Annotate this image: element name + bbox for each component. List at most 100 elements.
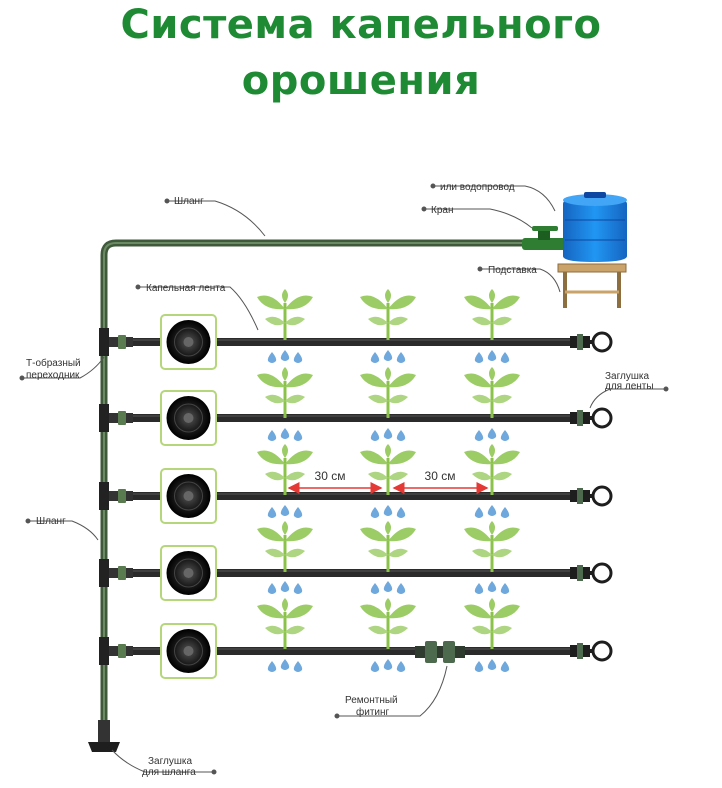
t-connector-icon — [99, 637, 133, 665]
plant-icon — [464, 367, 520, 418]
plant-icon — [360, 598, 416, 649]
tape-plug-label-1: Заглушка — [605, 371, 649, 382]
drip-tape — [133, 569, 573, 577]
water-drop-icon — [280, 581, 290, 592]
drip-tape-row — [99, 623, 613, 679]
water-drop-icon — [487, 350, 497, 361]
water-drop-icon — [370, 352, 380, 363]
water-drop-icon — [293, 661, 303, 672]
stand-label: Подставка — [488, 265, 537, 276]
repair-fitting-icon — [415, 641, 465, 663]
water-drop-icon — [474, 583, 484, 594]
water-drop-icon — [487, 428, 497, 439]
hose-left-label: Шланг — [36, 516, 66, 527]
stand-icon — [557, 263, 627, 308]
water-drop-icon — [267, 430, 277, 441]
plant-icon — [360, 521, 416, 572]
plant-icon — [257, 521, 313, 572]
drip-tape — [133, 338, 573, 346]
water-drop-icon — [396, 507, 406, 518]
water-drop-icon — [396, 430, 406, 441]
tape-plug-icon — [570, 407, 613, 429]
spacing-right-label: 30 см — [425, 469, 456, 483]
water-drop-icon — [500, 661, 510, 672]
valve-icon — [522, 226, 568, 250]
water-drop-icon — [383, 505, 393, 516]
drip-tape — [133, 414, 573, 422]
hose-plug — [88, 720, 120, 752]
water-drop-icon — [267, 661, 277, 672]
hose-top-label: Шланг — [174, 196, 204, 207]
water-drop-icon — [474, 507, 484, 518]
valve-label: Кран — [431, 205, 453, 216]
drip-tape — [133, 647, 415, 655]
tape-roll-icon — [160, 314, 217, 370]
water-drop-icon — [370, 583, 380, 594]
water-drop-icon — [370, 430, 380, 441]
water-drop-icon — [474, 661, 484, 672]
plant-icon — [257, 444, 313, 495]
tape-roll-icon — [160, 390, 217, 446]
plant-icon — [257, 367, 313, 418]
hose-plug-label-2: для шланга — [142, 767, 196, 778]
water-drop-icon — [474, 352, 484, 363]
water-drop-icon — [474, 430, 484, 441]
water-drop-icon — [280, 350, 290, 361]
spacing-left-label: 30 см — [315, 469, 346, 483]
repair-fitting-label-2: фитинг — [356, 706, 390, 718]
water-drop-icon — [383, 428, 393, 439]
main-hose — [100, 239, 528, 733]
water-drop-icon — [293, 352, 303, 363]
water-drop-icon — [293, 430, 303, 441]
t-connector-label-2: переходник — [26, 370, 80, 381]
t-connector-icon — [99, 559, 133, 587]
tape-plug-icon — [570, 331, 613, 353]
plant-icon — [464, 521, 520, 572]
tape-roll-icon — [160, 623, 217, 679]
tape-roll-icon — [160, 468, 217, 524]
plant-icon — [464, 289, 520, 340]
drip-tape-row — [99, 545, 613, 601]
tape-plug-icon — [570, 562, 613, 584]
water-tank-icon — [563, 192, 627, 262]
tape-plug-icon — [570, 640, 613, 662]
t-connector-icon — [99, 482, 133, 510]
tape-plug-label-2: для ленты — [605, 381, 654, 392]
plant-icon — [464, 444, 520, 495]
water-drop-icon — [293, 583, 303, 594]
water-drop-icon — [487, 581, 497, 592]
drip-tape — [133, 492, 573, 500]
water-drop-icon — [383, 581, 393, 592]
water-drop-icon — [383, 659, 393, 670]
water-drop-icon — [370, 661, 380, 672]
spacing-dimension: 30 см 30 см — [287, 469, 489, 494]
water-drop-icon — [500, 430, 510, 441]
drip-tape — [465, 647, 573, 655]
plant-icon — [360, 289, 416, 340]
drip-tape-label: Капельная лента — [146, 283, 226, 294]
water-drop-icon — [500, 507, 510, 518]
water-drop-icon — [280, 428, 290, 439]
drip-tape-row — [99, 390, 613, 446]
drip-tape-row — [99, 314, 613, 370]
callouts — [19, 183, 669, 775]
hose-plug-label-1: Заглушка — [148, 756, 192, 767]
t-connector-label-1: Т-образный — [26, 357, 81, 369]
plant-icon — [464, 598, 520, 649]
t-connector-icon — [99, 404, 133, 432]
water-drop-icon — [487, 659, 497, 670]
plant-icon — [360, 367, 416, 418]
water-drop-icon — [370, 507, 380, 518]
water-drop-icon — [267, 583, 277, 594]
water-drop-icon — [267, 507, 277, 518]
t-connector-icon — [99, 328, 133, 356]
water-drop-icon — [293, 507, 303, 518]
plant-icon — [257, 289, 313, 340]
water-drop-icon — [396, 583, 406, 594]
title-line-1: Система капельного — [120, 2, 602, 48]
water-drop-icon — [280, 505, 290, 516]
plant-icon — [257, 598, 313, 649]
water-drop-icon — [267, 352, 277, 363]
water-drop-icon — [383, 350, 393, 361]
